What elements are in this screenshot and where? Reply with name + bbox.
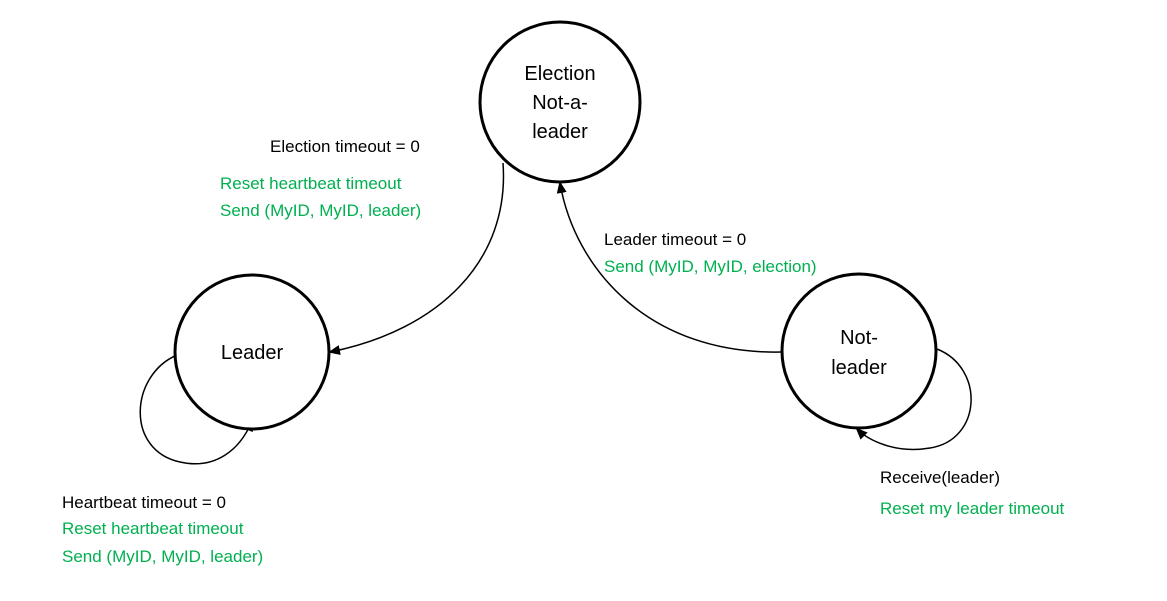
label-election-to-leader: Election timeout = 0 Reset heartbeat tim… [220,137,421,220]
state-election: Election Not-a- leader [478,20,642,184]
label-leader-self: Heartbeat timeout = 0 Reset heartbeat ti… [62,493,263,566]
state-election-line-3: leader [532,121,588,143]
edge-leader-self-loop [139,354,253,465]
condition-receive-leader: Receive(leader) [880,468,1000,487]
label-not-leader-self: Receive(leader) Reset my leader timeout [880,468,1065,518]
action-send-leader-self: Send (MyID, MyID, leader) [62,547,263,566]
state-leader-line-1: Leader [221,342,284,364]
condition-election-timeout: Election timeout = 0 [270,137,420,156]
state-not-leader-circle [780,272,938,430]
state-not-leader-line-1: Not- [840,327,878,349]
label-not-leader-to-election: Leader timeout = 0 Send (MyID, MyID, ele… [604,230,817,276]
edge-not-leader-self-loop [855,348,972,451]
state-election-line-2: Not-a- [532,92,588,114]
state-election-line-1: Election [524,63,595,85]
condition-leader-timeout: Leader timeout = 0 [604,230,746,249]
state-leader: Leader [173,273,331,431]
action-reset-leader-timeout: Reset my leader timeout [880,499,1065,518]
edge-election-to-leader [328,162,505,355]
state-not-leader-line-2: leader [831,357,887,379]
action-send-election: Send (MyID, MyID, election) [604,257,817,276]
state-election-circle [478,20,642,184]
state-leader-circle [173,273,331,431]
action-reset-heartbeat-self: Reset heartbeat timeout [62,519,244,538]
edge-not-leader-to-election [556,181,783,353]
state-not-leader: Not- leader [780,272,938,430]
condition-heartbeat-timeout: Heartbeat timeout = 0 [62,493,226,512]
action-send-leader: Send (MyID, MyID, leader) [220,201,421,220]
action-reset-heartbeat: Reset heartbeat timeout [220,174,402,193]
